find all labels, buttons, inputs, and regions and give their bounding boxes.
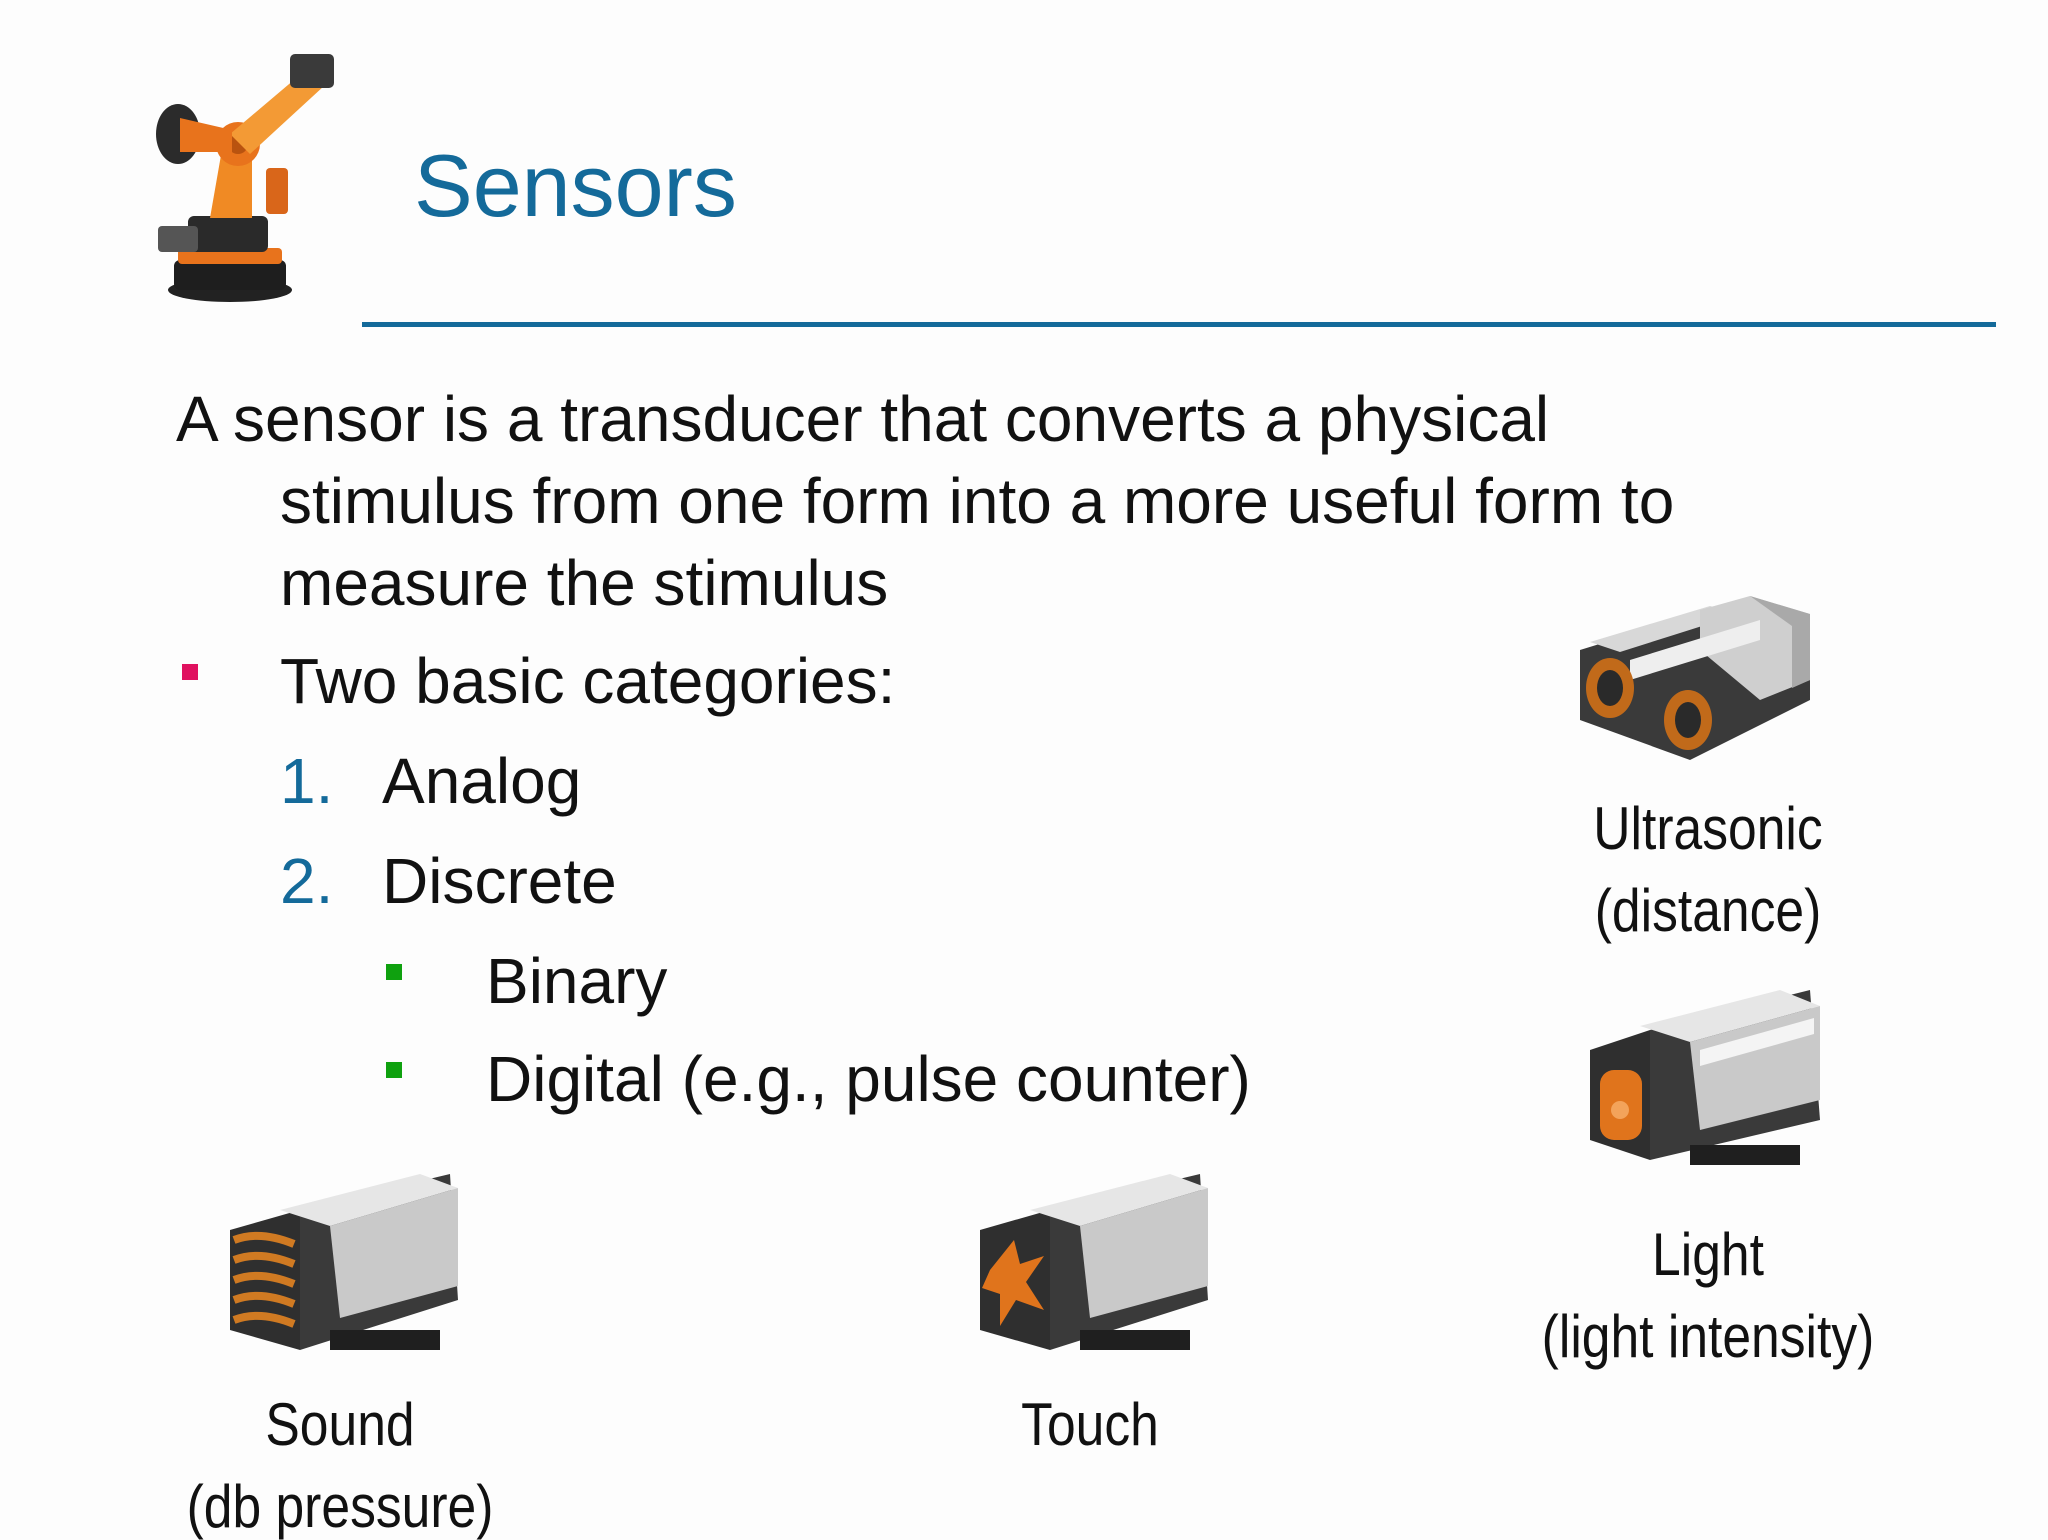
list-number: 2. <box>280 845 334 917</box>
list-item-discrete: Discrete <box>382 845 617 917</box>
square-bullet-icon <box>386 964 402 980</box>
ultrasonic-caption: Ultrasonic <box>1593 795 1823 862</box>
touch-sensor-icon <box>980 1174 1208 1350</box>
light-subcaption: (light intensity) <box>1541 1303 1875 1370</box>
categories-heading: Two basic categories: <box>280 645 896 717</box>
ultrasonic-subcaption: (distance) <box>1594 877 1822 944</box>
touch-caption: Touch <box>1021 1391 1159 1458</box>
sound-sensor-icon <box>230 1174 458 1350</box>
light-caption: Light <box>1652 1221 1764 1288</box>
definition-line-3: measure the stimulus <box>280 547 889 619</box>
definition-line-2: stimulus from one form into a more usefu… <box>280 465 1675 537</box>
definition-line-1: A sensor is a transducer that converts a… <box>176 383 1550 455</box>
sub-item-digital: Digital (e.g., pulse counter) <box>486 1043 1251 1115</box>
page-title: Sensors <box>414 136 737 235</box>
sub-item-binary: Binary <box>486 945 668 1017</box>
industrial-robot-arm-icon <box>156 54 334 302</box>
list-item-analog: Analog <box>382 745 582 817</box>
ultrasonic-sensor-icon <box>1580 596 1810 760</box>
title-divider <box>362 322 1996 327</box>
sound-caption: Sound <box>265 1391 415 1458</box>
square-bullet-icon <box>386 1062 402 1078</box>
list-number: 1. <box>280 745 334 817</box>
sound-subcaption: (db pressure) <box>186 1473 494 1540</box>
square-bullet-icon <box>182 664 198 680</box>
light-sensor-icon <box>1590 990 1820 1165</box>
